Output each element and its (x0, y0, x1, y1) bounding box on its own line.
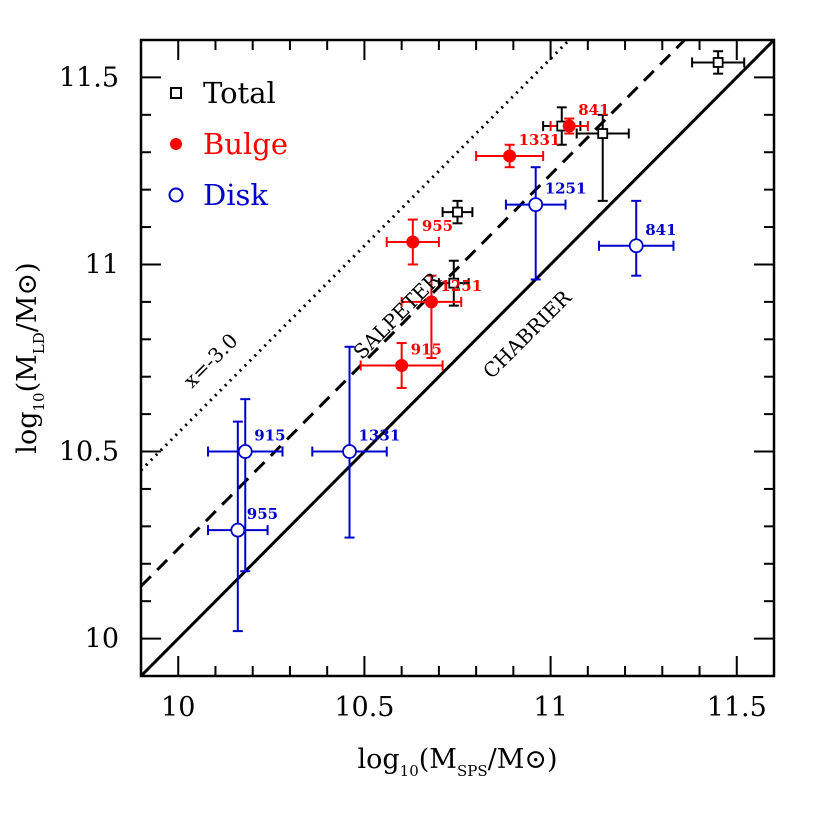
y-axis-title: log10(MLD/M⊙) (12, 262, 48, 453)
axis-title-subscript: 10 (30, 392, 48, 411)
total-point (597, 128, 609, 139)
axis-title-subscript: LD (30, 332, 48, 354)
point-label: 955 (422, 217, 453, 235)
axis-titles: log10(MSPS/M⊙)log10(MLD/M⊙) (12, 262, 558, 780)
bulge-point (406, 235, 420, 249)
x-axis-title: log10(MSPS/M⊙) (357, 744, 557, 780)
reference-line-dashed (141, 40, 687, 588)
point-label: 1251 (545, 180, 587, 198)
total-point (712, 57, 724, 68)
line-label-solid: CHABRIER (478, 285, 577, 384)
point-label: 955 (247, 505, 278, 523)
y-tick-label: 10.5 (59, 437, 119, 468)
axis-title-text: (M (12, 354, 43, 392)
axis-title-subscript: 10 (400, 762, 419, 780)
bulge-point (424, 295, 438, 309)
plot-frame (139, 38, 776, 678)
x-tick-label: 10 (161, 692, 195, 723)
legend-label: Total (203, 76, 276, 110)
line-label-dotted: x=-3.0 (178, 328, 242, 392)
axis-title-text: log (357, 744, 399, 775)
axis-title-text: log (12, 412, 43, 454)
bulge-point (395, 358, 409, 372)
reference-lines (141, 40, 774, 676)
bulge-point (503, 149, 517, 163)
point-label: 1251 (440, 277, 482, 295)
point-label: 915 (411, 340, 442, 358)
axis-title-text: /M⊙) (488, 744, 558, 775)
disk-point (528, 197, 544, 213)
point-label: 1331 (359, 427, 401, 445)
reference-line-dotted (141, 40, 572, 472)
x-tick-label: 11 (533, 692, 567, 723)
axis-title-text: /M⊙) (12, 262, 43, 332)
x-tick-label: 11.5 (707, 692, 767, 723)
tick-labels: 10 10.5 11 11.5 10 10.5 11 11.5 (59, 62, 767, 723)
axis-title-text: (M (419, 744, 457, 775)
bulge-point (562, 119, 576, 133)
point-label: 841 (645, 221, 676, 239)
legend-square-icon (170, 87, 182, 99)
legend-open-circle-icon (168, 187, 184, 203)
legend-filled-circle-icon (170, 138, 182, 150)
total-point (448, 277, 460, 289)
total-point (452, 206, 463, 218)
disk-point (628, 238, 644, 254)
axis-title-subscript: SPS (457, 762, 488, 780)
x-tick-label: 10.5 (334, 692, 394, 723)
y-tick-label: 11.5 (59, 62, 119, 93)
legend-label: Bulge (203, 127, 288, 161)
disk-point (237, 444, 253, 459)
data-points (230, 57, 724, 538)
y-tick-label: 11 (85, 249, 119, 280)
reference-line-solid (141, 40, 774, 676)
point-label: 841 (578, 101, 609, 119)
y-tick-label: 10 (85, 624, 119, 655)
legend-label: Disk (203, 178, 268, 212)
point-label: 915 (254, 427, 285, 445)
point-labels: 841 1331 955 1251 915 1251 841 1331 915 955 (247, 101, 677, 523)
point-label: 1331 (519, 131, 561, 149)
disk-point (230, 522, 246, 538)
disk-point (342, 444, 357, 459)
